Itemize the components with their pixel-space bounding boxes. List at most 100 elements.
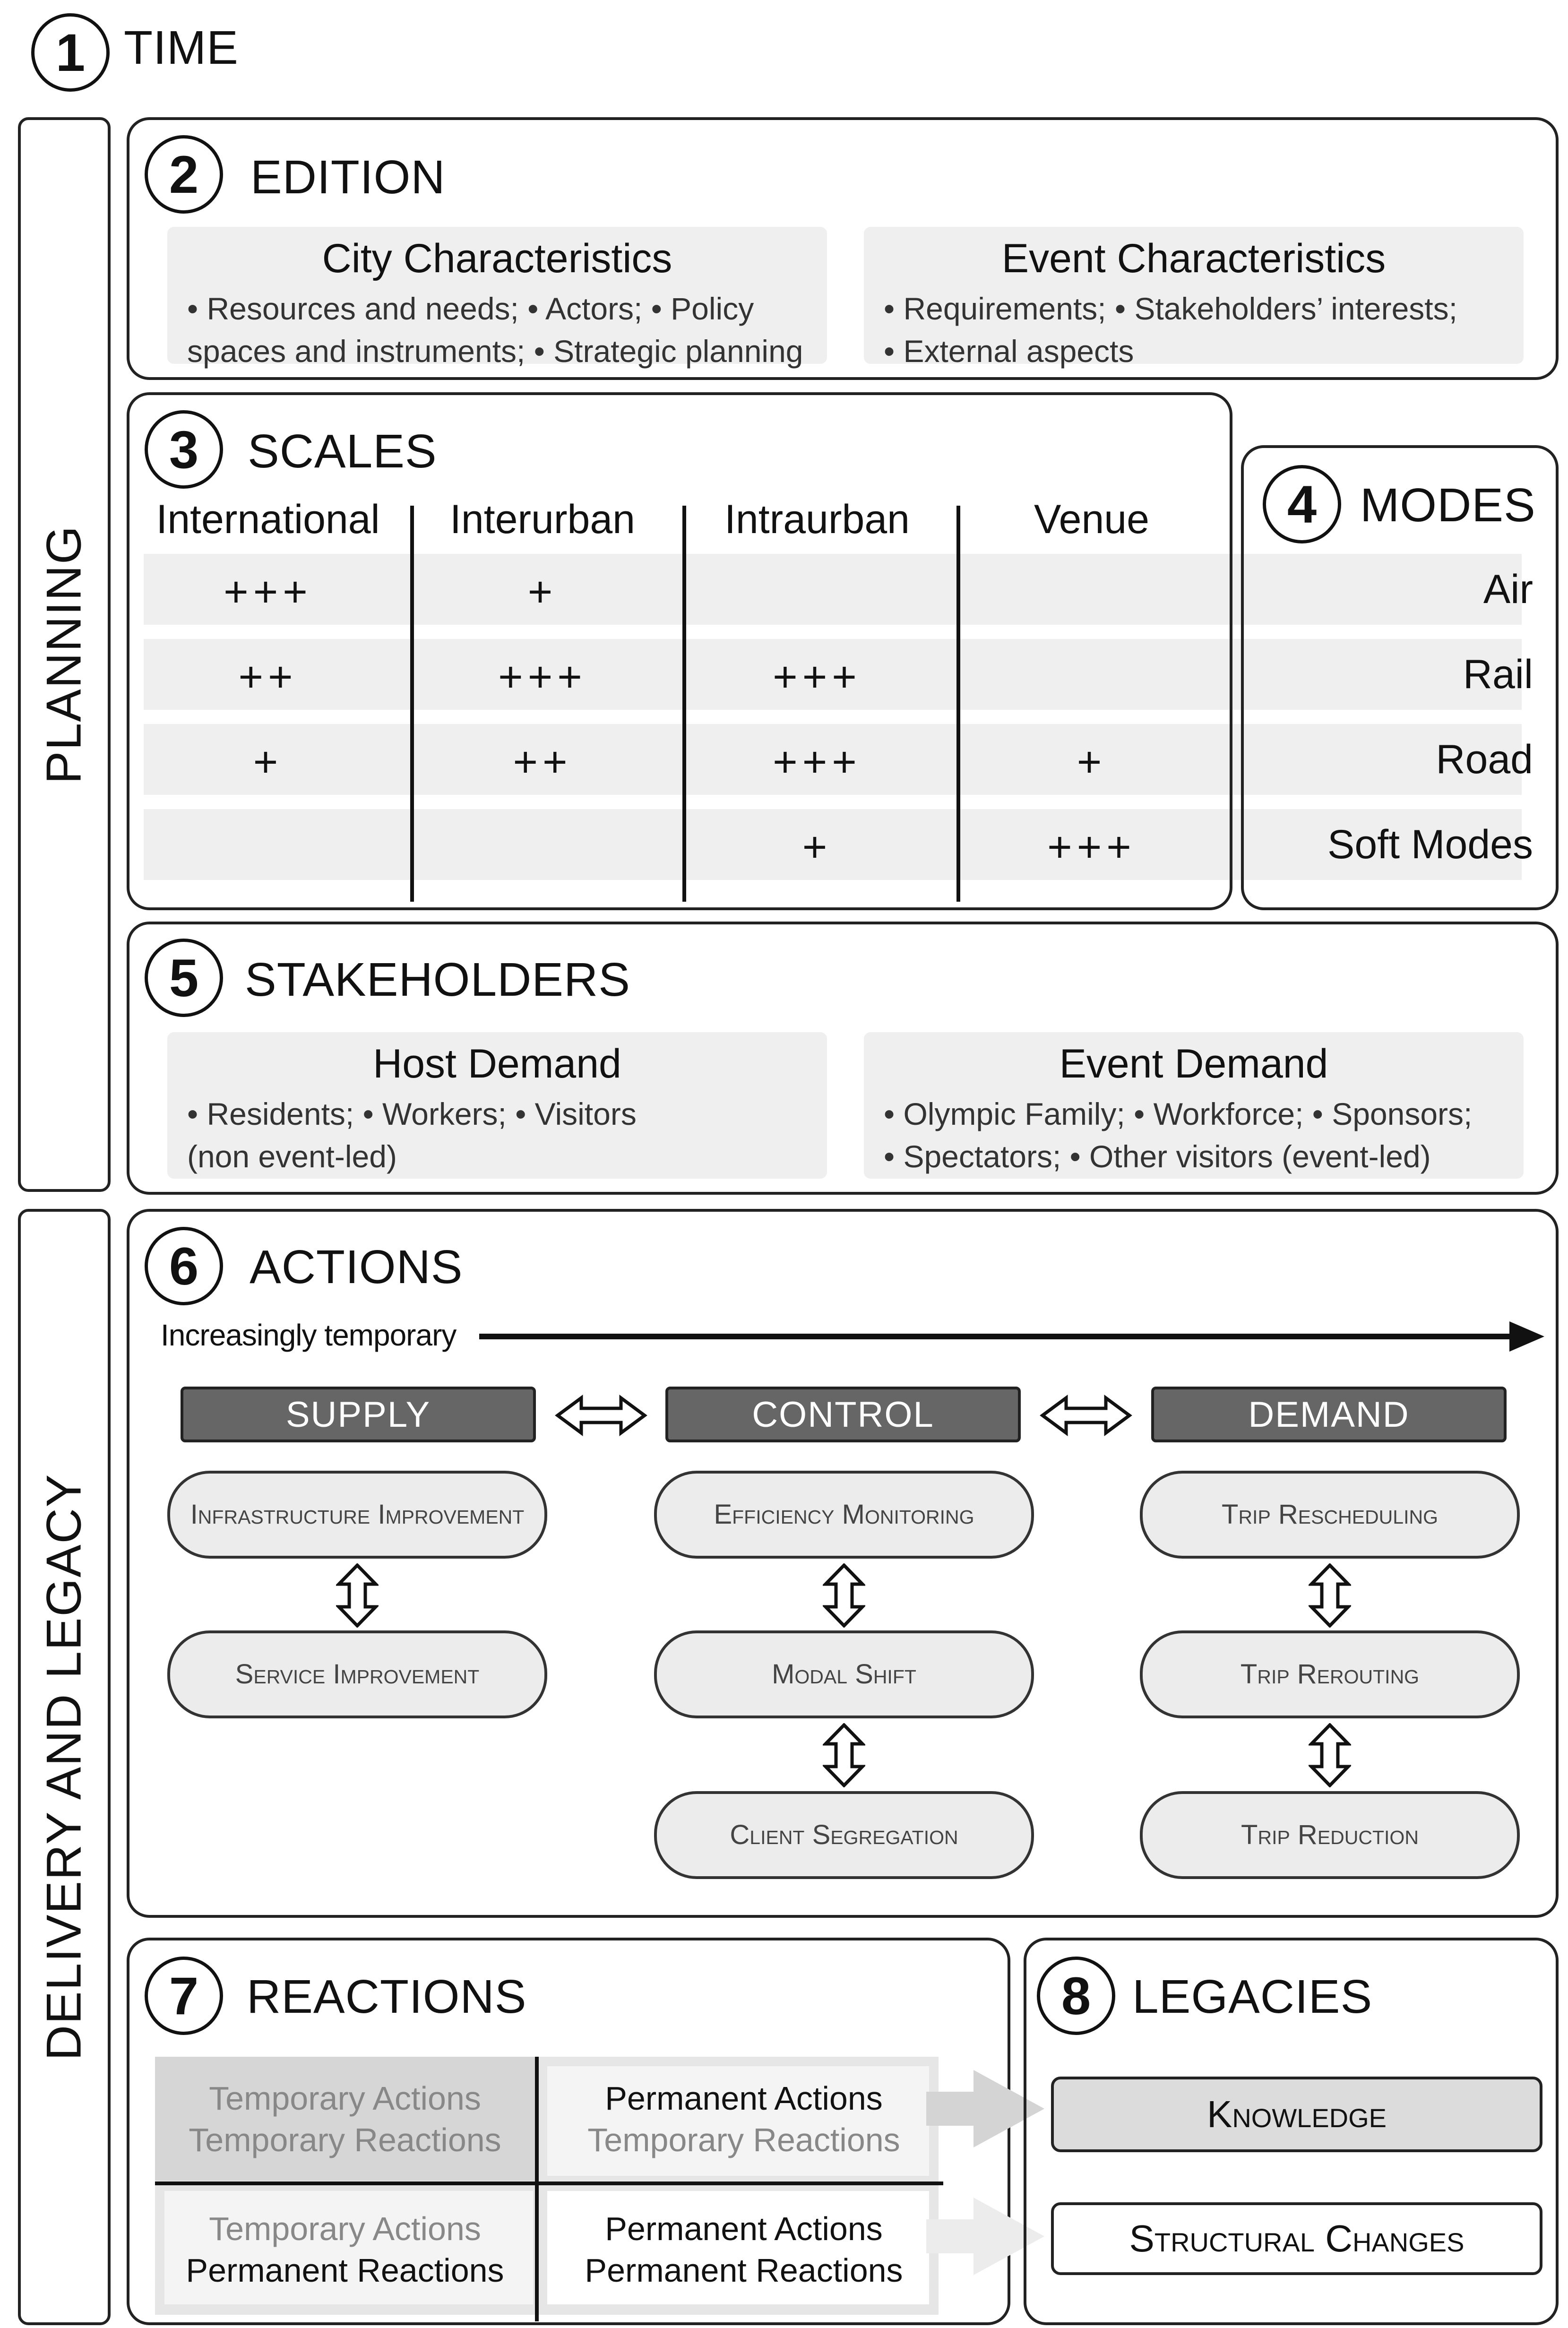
q4-actions: Permanent Actions xyxy=(605,2210,883,2247)
host-line-1: • Residents; • Workers; • Visitors xyxy=(187,1096,637,1131)
city-characteristics-title: City Characteristics xyxy=(322,236,672,281)
scale-row-bg-4 xyxy=(144,809,1522,880)
city-line-2: spaces and instruments; • Strategic plan… xyxy=(187,334,803,369)
city-characteristics-box: City Characteristics • Resources and nee… xyxy=(167,227,827,369)
scales-number: 3 xyxy=(145,410,223,489)
event-line-2: • External aspects xyxy=(884,334,1134,369)
scale-cell: + xyxy=(1077,739,1107,786)
demand-vertical-arrow-icon-2 xyxy=(1309,1723,1351,1787)
supply-vertical-arrow-icon xyxy=(336,1563,379,1628)
event-demand-box: Event Demand • Olympic Family; • Workfor… xyxy=(864,1032,1524,1179)
stakeholders-section: 5 STAKEHOLDERS Host Demand • Residents; … xyxy=(127,922,1559,1195)
scale-header-venue: Venue xyxy=(1034,497,1149,542)
delivery-label: DELIVERY AND LEGACY xyxy=(36,1473,92,2061)
quadrant-perm-perm-bg xyxy=(547,2191,929,2304)
stakeholders-title: STAKEHOLDERS xyxy=(245,953,630,1006)
q1-actions: Temporary Actions xyxy=(209,2080,481,2117)
scale-cell: + xyxy=(253,739,283,786)
trip-rerouting-pill: Trip Rerouting xyxy=(1140,1630,1520,1718)
scale-cell: +++ xyxy=(773,654,862,701)
quadrant-temp-temp-bg xyxy=(155,2057,535,2181)
quadrant-perm-temp: Permanent Actions Temporary Reactions xyxy=(555,2078,933,2161)
quadrant-perm-temp-bg xyxy=(547,2066,929,2176)
quadrant-temp-temp: Temporary Actions Temporary Reactions xyxy=(155,2078,535,2161)
scale-cell: +++ xyxy=(773,739,862,786)
axis-label: Increasingly temporary xyxy=(161,1318,457,1352)
edition-section: 2 EDITION City Characteristics • Resourc… xyxy=(127,117,1559,380)
modes-section: 4 MODES Air Rail Road Soft Modes xyxy=(1241,445,1559,910)
edition-title: EDITION xyxy=(250,151,446,204)
host-demand-box: Host Demand • Residents; • Workers; • Vi… xyxy=(167,1032,827,1179)
to-structural-arrow-icon xyxy=(926,2198,1044,2275)
stakeholders-number: 5 xyxy=(145,939,223,1017)
scale-divider-1 xyxy=(410,506,414,902)
legacies-title: LEGACIES xyxy=(1132,1970,1373,2023)
quadrant-perm-perm: Permanent Actions Permanent Reactions xyxy=(555,2208,933,2291)
scale-row-bg-3 xyxy=(144,724,1522,795)
scale-cell: +++ xyxy=(1047,824,1136,871)
supply-header: SUPPLY xyxy=(181,1387,536,1442)
modal-shift-pill: Modal Shift xyxy=(654,1630,1034,1718)
supply-control-double-arrow-icon xyxy=(555,1395,647,1436)
q1-reactions: Temporary Reactions xyxy=(189,2121,501,2158)
planning-label: PLANNING xyxy=(36,525,92,784)
demand-vertical-arrow-icon-1 xyxy=(1309,1563,1351,1628)
city-characteristics-text: • Resources and needs; • Actors; • Polic… xyxy=(187,287,813,372)
scale-row-bg-1 xyxy=(144,554,1522,625)
mode-air: Air xyxy=(1483,566,1533,612)
event-demand-text: • Olympic Family; • Workforce; • Sponsor… xyxy=(884,1093,1509,1178)
host-demand-title: Host Demand xyxy=(373,1041,621,1086)
knowledge-box: Knowledge xyxy=(1051,2077,1542,2152)
temporary-arrow-icon xyxy=(479,1321,1544,1352)
reactions-number: 7 xyxy=(145,1957,223,2035)
trip-rescheduling-pill: Trip Rescheduling xyxy=(1140,1471,1520,1559)
mode-soft-modes: Soft Modes xyxy=(1327,821,1533,867)
client-segregation-pill: Client Segregation xyxy=(654,1791,1034,1879)
city-line-1: • Resources and needs; • Actors; • Polic… xyxy=(187,291,754,326)
legacies-number: 8 xyxy=(1037,1957,1115,2035)
q3-actions: Temporary Actions xyxy=(209,2210,481,2247)
scale-cell: + xyxy=(527,569,558,616)
scale-header-interurban: Interurban xyxy=(449,497,636,542)
q4-reactions: Permanent Reactions xyxy=(585,2252,903,2289)
scale-row-bg-2 xyxy=(144,639,1522,710)
efficiency-monitoring-pill: Efficiency Monitoring xyxy=(654,1471,1034,1559)
service-improvement-pill: Service Improvement xyxy=(167,1630,547,1718)
reactions-section: 7 REACTIONS Temporary Actions Temporary … xyxy=(127,1938,1010,2325)
scale-divider-2 xyxy=(682,506,686,902)
event-demand-line-1: • Olympic Family; • Workforce; • Sponsor… xyxy=(884,1096,1473,1131)
time-label: TIME xyxy=(124,21,239,74)
event-characteristics-text: • Requirements; • Stakeholders’ interest… xyxy=(884,287,1509,372)
q3-reactions: Permanent Reactions xyxy=(186,2252,504,2289)
planning-frame: PLANNING xyxy=(18,117,111,1192)
scale-cell: +++ xyxy=(224,569,312,616)
event-characteristics-box: Event Characteristics • Requirements; • … xyxy=(864,227,1524,369)
actions-title: ACTIONS xyxy=(250,1241,463,1293)
control-demand-double-arrow-icon xyxy=(1040,1395,1132,1436)
mode-road: Road xyxy=(1436,736,1533,782)
matrix-vertical-line xyxy=(535,2057,539,2321)
legacies-section: 8 LEGACIES Knowledge Structural Changes xyxy=(1024,1938,1559,2325)
event-line-1: • Requirements; • Stakeholders’ interest… xyxy=(884,291,1457,326)
scales-section: 3 SCALES International Interurban Intrau… xyxy=(127,392,1232,910)
scale-header-intraurban: Intraurban xyxy=(724,497,910,542)
quadrant-temp-perm: Temporary Actions Permanent Reactions xyxy=(155,2208,535,2291)
delivery-frame: DELIVERY AND LEGACY xyxy=(18,1209,111,2325)
scale-header-international: International xyxy=(156,497,380,542)
scales-title: SCALES xyxy=(248,425,437,478)
to-knowledge-arrow-icon xyxy=(926,2070,1044,2147)
event-demand-line-2: • Spectators; • Other visitors (event-le… xyxy=(884,1139,1431,1174)
scale-cell: ++ xyxy=(513,739,572,786)
modes-number: 4 xyxy=(1263,465,1341,543)
scale-cell: ++ xyxy=(238,654,298,701)
control-header: CONTROL xyxy=(665,1387,1021,1442)
scale-cell: + xyxy=(802,824,832,871)
matrix-horizontal-line xyxy=(155,2181,943,2185)
control-vertical-arrow-icon-1 xyxy=(823,1563,865,1628)
scale-cell: +++ xyxy=(498,654,587,701)
time-number: 1 xyxy=(31,13,110,92)
edition-number: 2 xyxy=(145,135,223,214)
q2-reactions: Temporary Reactions xyxy=(587,2121,900,2158)
control-vertical-arrow-icon-2 xyxy=(823,1723,865,1787)
reactions-title: REACTIONS xyxy=(247,1970,527,2023)
